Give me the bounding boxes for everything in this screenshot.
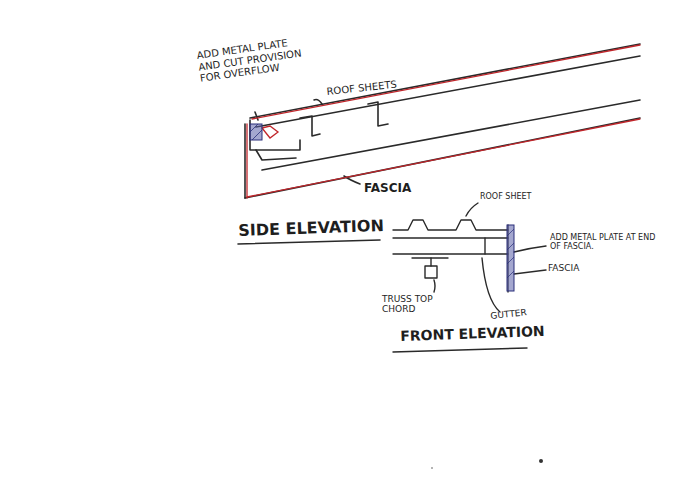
part-label: FASCIA [548,263,608,273]
callout-note: ADD METAL PLATE AND CUT PROVISION FOR OV… [196,34,312,84]
part-label: TRUSS TOP CHORD [382,294,434,315]
part-label: ROOF SHEET [480,192,570,201]
part-label: GUTTER [490,305,551,322]
part-label: FASCIA [364,182,434,196]
callout-note: ADD METAL PLATE AT END OF FASCIA. [550,233,662,251]
view-title: FRONT ELEVATION [400,322,560,344]
view-title: SIDE ELEVATION [238,216,399,240]
